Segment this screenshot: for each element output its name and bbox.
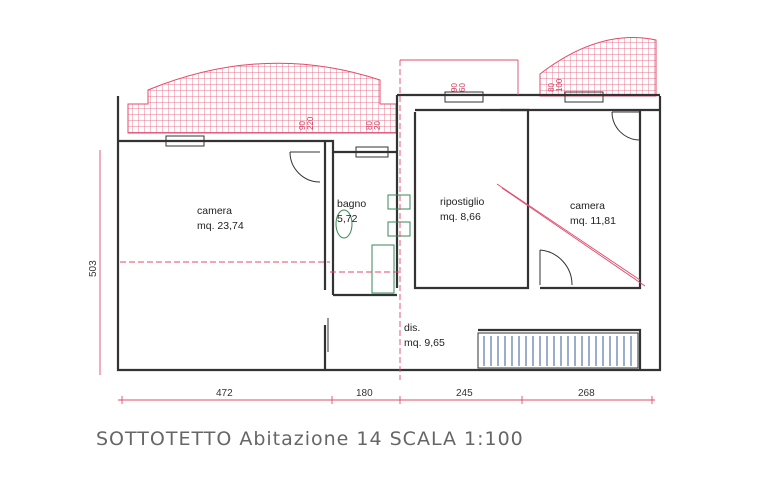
room-area-ripostiglio: mq. 8,66 (440, 211, 481, 223)
dim-window-top-mid-2: 60 (458, 83, 467, 92)
room-area-dis: mq. 9,65 (404, 337, 445, 349)
terrace-left (127, 62, 397, 134)
dim-window-right-2: 100 (555, 78, 564, 92)
dim-window-right-1: 80 (547, 83, 556, 92)
room-name-camera-1: camera (197, 205, 232, 217)
room-name-camera-2: camera (570, 200, 605, 212)
dim-window-mid-1: 80 (365, 121, 374, 130)
dim-window-left-2: 220 (306, 116, 315, 130)
dim-window-mid-2: 20 (373, 121, 382, 130)
room-name-dis: dis. (404, 322, 420, 334)
stairs (477, 332, 639, 369)
dim-bottom-3: 245 (456, 388, 473, 399)
dim-bottom-4: 268 (578, 388, 595, 399)
bathroom-fixtures (335, 194, 411, 294)
room-area-camera-1: mq. 23,74 (197, 220, 244, 232)
dim-bottom-2: 180 (356, 388, 373, 399)
dimension-lines (99, 59, 655, 404)
dim-window-left-1: 90 (298, 121, 307, 130)
doors (289, 111, 641, 352)
dim-left: 503 (88, 260, 99, 277)
dim-window-top-mid-1: 90 (450, 83, 459, 92)
walls (116, 93, 662, 372)
plan-title: SOTTOTETTO Abitazione 14 SCALA 1:100 (96, 428, 524, 450)
room-name-ripostiglio: ripostiglio (440, 196, 485, 208)
room-area-camera-2: mq. 11,81 (570, 215, 616, 227)
windows (165, 91, 604, 158)
room-name-bagno: bagno (337, 198, 366, 210)
dim-bottom-1: 472 (216, 388, 233, 399)
terrace-right (539, 37, 657, 97)
room-area-bagno: 5,72 (337, 213, 358, 225)
